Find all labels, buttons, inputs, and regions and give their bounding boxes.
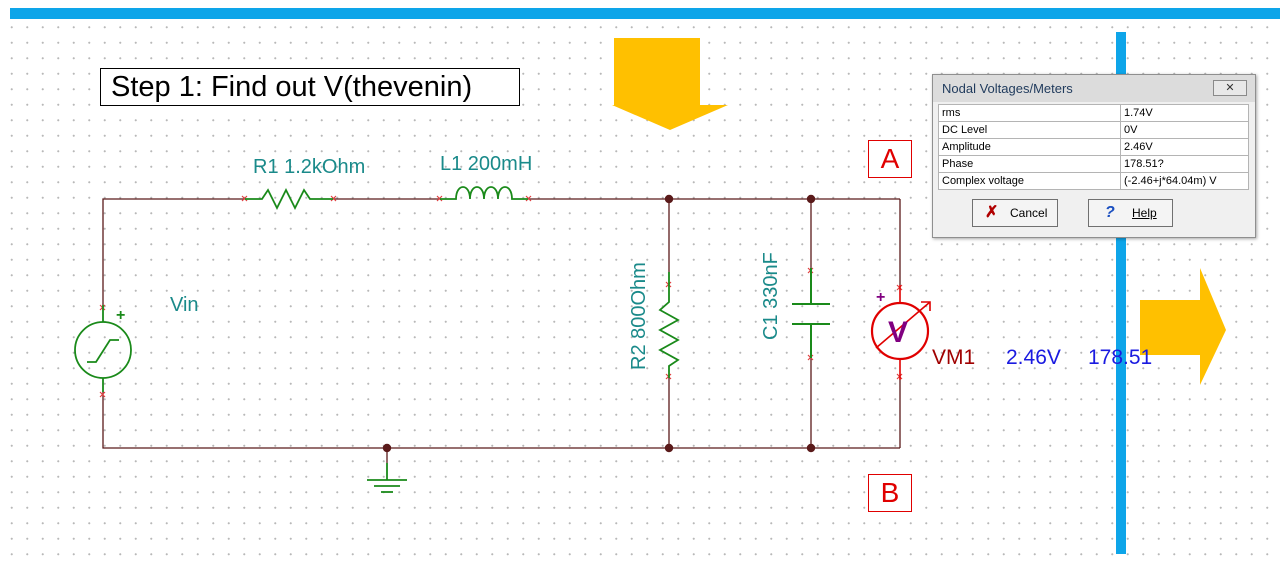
r1-resistor bbox=[245, 187, 333, 211]
l1-inductor bbox=[440, 186, 528, 200]
row-value: 178.51? bbox=[1120, 155, 1249, 173]
vm1-phase-reading: 178.51 bbox=[1088, 346, 1152, 370]
step-title: Step 1: Find out V(thevenin) bbox=[100, 68, 520, 106]
row-label: Amplitude bbox=[938, 138, 1121, 156]
terminal-b-label: B bbox=[868, 474, 912, 512]
nodal-voltages-dialog: Nodal Voltages/Meters ✕ rms 1.74V DC Lev… bbox=[932, 74, 1256, 238]
terminal-a-label: A bbox=[868, 140, 912, 178]
right-arrow-icon bbox=[1140, 268, 1226, 385]
row-value: (-2.46+j*64.04m) V bbox=[1120, 172, 1249, 190]
l1-label: L1 200mH bbox=[440, 153, 533, 175]
cancel-button-label: Cancel bbox=[1010, 206, 1048, 220]
table-row: Complex voltage (-2.46+j*64.04m) V bbox=[938, 172, 1249, 190]
c1-label: C1 330nF bbox=[760, 252, 782, 340]
meter-v-symbol: V bbox=[888, 316, 908, 349]
help-question-icon: ? bbox=[1105, 204, 1115, 221]
table-row: Phase 178.51? bbox=[938, 155, 1249, 173]
row-label: Complex voltage bbox=[938, 172, 1121, 190]
vin-source bbox=[74, 305, 132, 392]
close-icon[interactable]: ✕ bbox=[1213, 80, 1247, 96]
r2-resistor bbox=[658, 272, 680, 378]
source-plus-sign: + bbox=[116, 307, 125, 324]
row-label: DC Level bbox=[938, 121, 1121, 139]
row-label: Phase bbox=[938, 155, 1121, 173]
meter-values-table: rms 1.74V DC Level 0V Amplitude 2.46V Ph… bbox=[938, 104, 1249, 190]
wires bbox=[102, 198, 901, 463]
r2-label: R2 800Ohm bbox=[628, 262, 650, 370]
ground-symbol bbox=[367, 463, 407, 493]
vm1-reading: 2.46V bbox=[1006, 346, 1061, 369]
top-accent-bar bbox=[10, 8, 1280, 19]
row-value: 2.46V bbox=[1120, 138, 1249, 156]
help-button-label: Help bbox=[1132, 206, 1157, 220]
table-row: Amplitude 2.46V bbox=[938, 138, 1249, 156]
row-value: 1.74V bbox=[1120, 104, 1249, 122]
c1-capacitor bbox=[792, 268, 830, 358]
divider-bar bbox=[1116, 32, 1126, 554]
cancel-button[interactable]: ✗ Cancel bbox=[972, 199, 1058, 227]
vin-label: Vin bbox=[170, 294, 199, 316]
vm1-label: VM1 bbox=[932, 346, 976, 369]
down-arrow-icon bbox=[612, 38, 728, 130]
dialog-title: Nodal Voltages/Meters bbox=[942, 81, 1073, 96]
junction-dots bbox=[382, 194, 816, 453]
meter-plus-sign: + bbox=[876, 289, 885, 306]
cancel-x-icon: ✗ bbox=[985, 204, 999, 221]
row-value: 0V bbox=[1120, 121, 1249, 139]
help-button[interactable]: ? Help bbox=[1088, 199, 1173, 227]
r1-label: R1 1.2kOhm bbox=[253, 156, 366, 178]
dialog-titlebar[interactable]: Nodal Voltages/Meters ✕ bbox=[933, 75, 1255, 102]
table-row: DC Level 0V bbox=[938, 121, 1249, 139]
voltmeter-vm1 bbox=[870, 285, 931, 380]
table-row: rms 1.74V bbox=[938, 104, 1249, 122]
row-label: rms bbox=[938, 104, 1121, 122]
